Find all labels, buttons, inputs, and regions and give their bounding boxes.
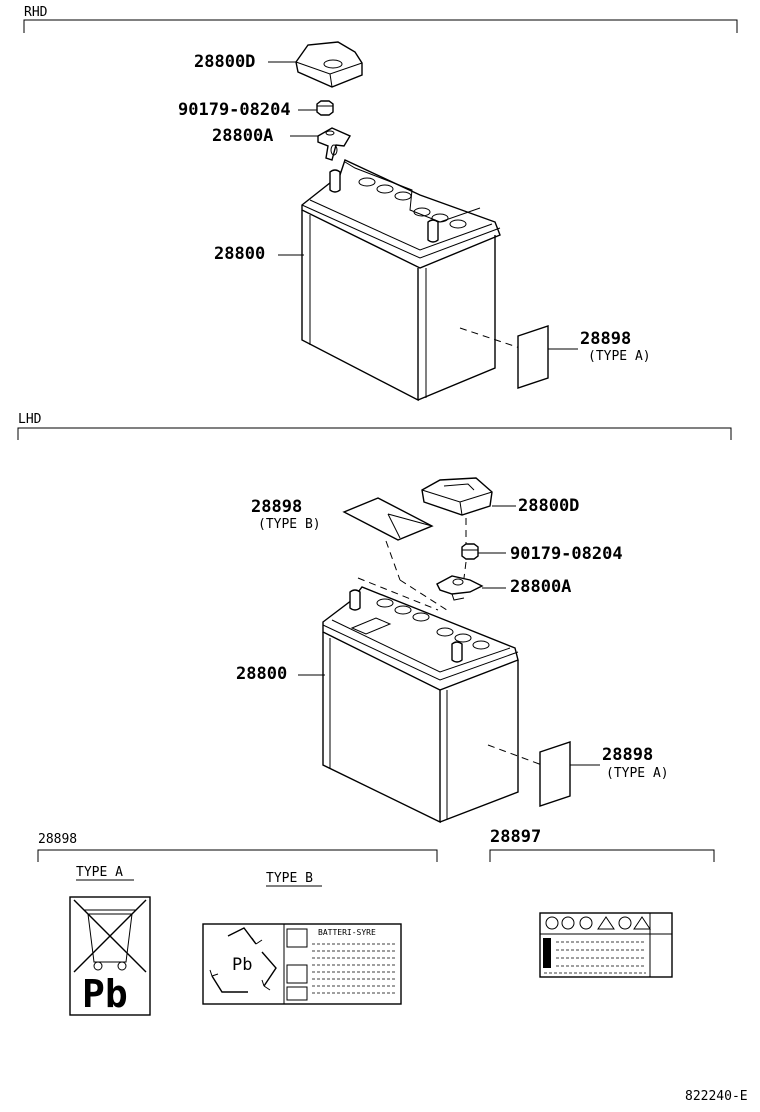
lhd-clamp-part-number: 28800A bbox=[510, 577, 571, 597]
rhd-cover-part-number: 28800D bbox=[194, 52, 255, 72]
label-group-28898: 28898 TYPE A TYPE B bbox=[37, 832, 438, 887]
pb-symbol-a: Pb bbox=[82, 972, 128, 1016]
lhd-label-type-a bbox=[487, 741, 600, 807]
rhd-label-type-a bbox=[459, 325, 578, 389]
lhd-label-b-type: (TYPE B) bbox=[258, 517, 321, 532]
pb-symbol-b: Pb bbox=[232, 955, 252, 975]
rhd-battery bbox=[301, 159, 501, 402]
lhd-label-a-type: (TYPE A) bbox=[606, 766, 669, 781]
lhd-terminal-clamp bbox=[436, 575, 484, 601]
type-a-label-art: Pb bbox=[69, 896, 151, 1016]
figure-code: 822240-E bbox=[685, 1089, 748, 1104]
rhd-section-title: RHD bbox=[24, 5, 48, 20]
lhd-label-b-part-number: 28898 bbox=[251, 497, 302, 517]
type-a-heading: TYPE A bbox=[76, 865, 123, 880]
rhd-nut bbox=[316, 100, 334, 116]
lhd-terminal-cover bbox=[421, 477, 493, 516]
lhd-nut-part-number: 90179-08204 bbox=[510, 544, 623, 564]
lhd-nut bbox=[461, 543, 479, 560]
rhd-battery-part-number: 28800 bbox=[214, 244, 265, 264]
rhd-terminal-clamp bbox=[317, 127, 352, 161]
lhd-battery bbox=[322, 586, 519, 824]
label-group-title: 28898 bbox=[38, 832, 77, 847]
rhd-section-frame: RHD bbox=[23, 5, 738, 33]
lhd-label-type-b bbox=[342, 497, 451, 613]
recycle-icon: Pb bbox=[209, 927, 277, 993]
label-group-28897: 28897 bbox=[489, 827, 715, 978]
lhd-section-frame: LHD bbox=[17, 412, 732, 440]
label-29-title: 28897 bbox=[490, 827, 541, 847]
lhd-battery-part-number: 28800 bbox=[236, 664, 287, 684]
rhd-terminal-cover bbox=[295, 41, 363, 88]
lhd-cover-part-number: 28800D bbox=[518, 496, 579, 516]
lhd-section-title: LHD bbox=[18, 412, 42, 427]
lhd-label-a-part-number: 28898 bbox=[602, 745, 653, 765]
type-b-heading: TYPE B bbox=[266, 871, 313, 886]
batteri-syre-text: BATTERI-SYRE bbox=[318, 928, 376, 937]
rhd-nut-part-number: 90179-08204 bbox=[178, 100, 291, 120]
rhd-label-type: (TYPE A) bbox=[588, 349, 651, 364]
type-b-label-art: Pb BATTERI-SYRE bbox=[202, 923, 402, 1005]
rhd-label-part-number: 28898 bbox=[580, 329, 631, 349]
rhd-clamp-part-number: 28800A bbox=[212, 126, 273, 146]
